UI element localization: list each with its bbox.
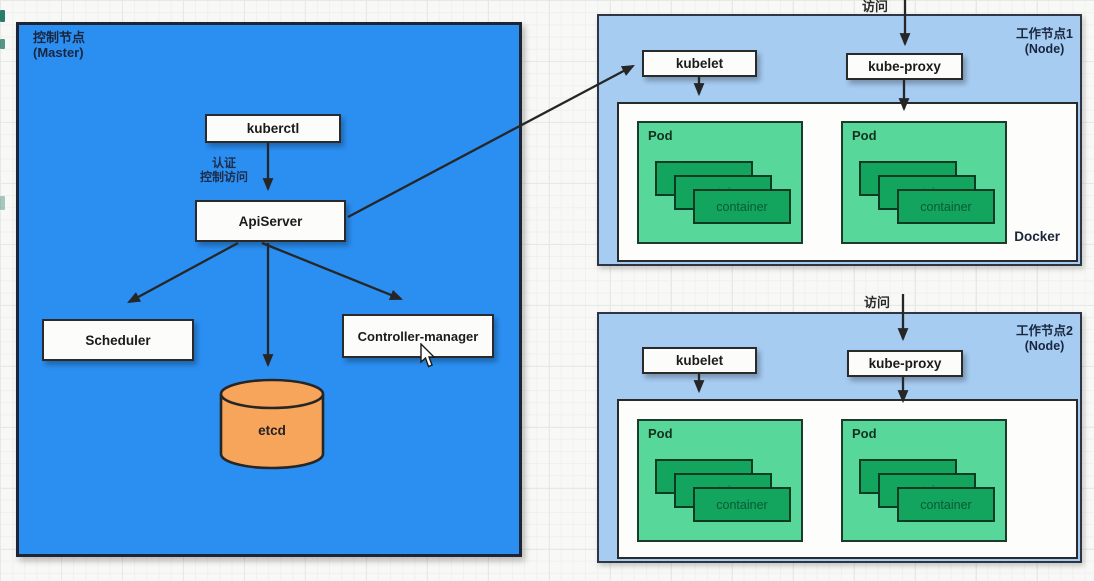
node1-title: 工作节点1 (Node) — [1016, 27, 1073, 57]
docker-label: Docker — [1014, 229, 1060, 244]
edge-artifact — [0, 196, 5, 210]
controller-manager-label: Controller-manager — [357, 328, 479, 344]
container-label: container — [716, 497, 768, 512]
scheduler-label: Scheduler — [85, 332, 151, 348]
auth-access-label: 认证 控制访问 — [169, 156, 279, 184]
master-node-box: 控制节点 (Master) kuberctl 认证 控制访问 ApiServer… — [16, 22, 522, 557]
node2-title-line2: (Node) — [1024, 339, 1065, 353]
apiserver-box: ApiServer — [195, 200, 346, 242]
node1-kubelet-box: kubelet — [642, 50, 757, 77]
container-label: container — [920, 497, 972, 512]
worker-node2-box: 工作节点2 (Node) kubelet kube-proxy Pod cont… — [597, 312, 1082, 563]
pod: Pod container container — [841, 419, 1007, 542]
container-box: container — [693, 189, 791, 224]
pod-label: Pod — [852, 128, 877, 143]
controller-manager-box: Controller-manager — [342, 314, 494, 358]
kubelet-label: kubelet — [675, 353, 724, 368]
access-label-node1: 访问 — [862, 0, 889, 14]
apiserver-label: ApiServer — [238, 213, 303, 229]
scheduler-box: Scheduler — [42, 319, 194, 361]
node2-kubelet-box: kubelet — [642, 347, 757, 374]
edge-artifact — [0, 10, 5, 22]
kubectl-label: kuberctl — [246, 121, 300, 136]
master-title-line1: 控制节点 — [33, 30, 86, 45]
worker-node1-box: 工作节点1 (Node) kubelet kube-proxy Pod cont… — [597, 14, 1082, 266]
pod: Pod container container — [637, 419, 803, 542]
node2-docker-area: Pod container container Pod container co… — [617, 399, 1078, 559]
kubectl-box: kuberctl — [205, 114, 341, 143]
master-title-line2: (Master) — [33, 45, 84, 60]
container-box: container — [897, 189, 995, 224]
auth-label-line2: 控制访问 — [199, 170, 248, 184]
kube-proxy-label: kube-proxy — [868, 356, 942, 371]
container-label: container — [920, 199, 972, 214]
edge-artifact — [0, 39, 5, 49]
node2-title: 工作节点2 (Node) — [1016, 324, 1073, 354]
pod: Pod container container — [637, 121, 803, 244]
node1-title-line2: (Node) — [1024, 42, 1065, 56]
etcd-cylinder-icon — [219, 378, 325, 470]
container-label: container — [716, 199, 768, 214]
master-title: 控制节点 (Master) — [33, 30, 85, 60]
node2-kube-proxy-box: kube-proxy — [847, 350, 963, 377]
pod-label: Pod — [648, 426, 673, 441]
access-label-node2: 访问 — [864, 295, 891, 310]
mouse-cursor — [420, 343, 436, 368]
kubelet-label: kubelet — [675, 56, 724, 71]
pod-label: Pod — [648, 128, 673, 143]
auth-label-line1: 认证 — [211, 156, 236, 170]
pod-label: Pod — [852, 426, 877, 441]
container-box: container — [897, 487, 995, 522]
node1-docker-area: Pod container container Pod container co… — [617, 102, 1078, 262]
etcd-label: etcd — [258, 423, 286, 438]
node1-kube-proxy-box: kube-proxy — [846, 53, 963, 80]
kube-proxy-label: kube-proxy — [868, 59, 941, 74]
node1-title-line1: 工作节点1 — [1016, 27, 1073, 41]
node2-title-line1: 工作节点2 — [1016, 324, 1073, 338]
pod: Pod container container — [841, 121, 1007, 244]
container-box: container — [693, 487, 791, 522]
